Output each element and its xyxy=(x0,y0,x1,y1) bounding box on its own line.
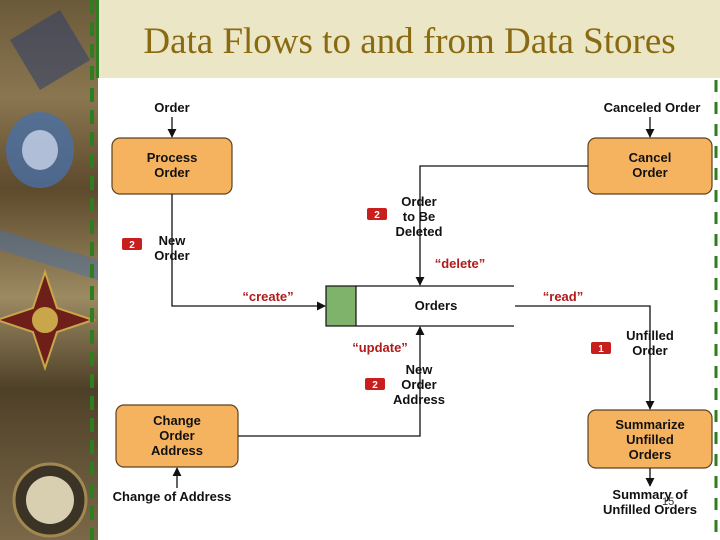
process-summarize-unfilled-orders: Summarize Unfilled Orders xyxy=(587,409,713,469)
flow-order-label: Order xyxy=(154,100,189,115)
process-process-order-line1: Process xyxy=(147,150,198,165)
flow-order-to-be-deleted: 2 Order to Be Deleted “delete” xyxy=(367,165,588,286)
op-delete: “delete” xyxy=(435,256,486,271)
process-summarize-line3: Orders xyxy=(629,447,672,462)
process-process-order: Process Order xyxy=(111,137,233,195)
decorative-medals-image xyxy=(0,0,98,540)
flow-address-line2: Order xyxy=(401,377,436,392)
badge-new-order-address xyxy=(365,378,385,390)
green-dashed-border xyxy=(90,0,94,540)
flow-canceled-order-label: Canceled Order xyxy=(604,100,701,115)
right-dashed-border xyxy=(714,80,718,540)
flow-address-line3: Address xyxy=(393,392,445,407)
process-cancel-order-line1: Cancel xyxy=(629,150,672,165)
flow-address-line1: New xyxy=(406,362,434,377)
process-cancel-order: Cancel Order xyxy=(587,137,713,195)
flow-new-order-line1: New xyxy=(159,233,187,248)
data-store-orders: Orders xyxy=(325,285,514,327)
flow-new-order-line2: Order xyxy=(154,248,189,263)
flow-canceled-order: Canceled Order xyxy=(604,100,701,138)
flow-deleted-line2: to Be xyxy=(403,209,436,224)
process-cancel-order-line2: Order xyxy=(632,165,667,180)
flow-summary-line2: Unfilled Orders xyxy=(603,502,697,517)
flow-summary-line1: Summary of xyxy=(612,487,688,502)
flow-change-of-address: Change of Address xyxy=(113,467,232,504)
flow-change-of-address-label: Change of Address xyxy=(113,489,232,504)
page-number: 15 xyxy=(662,496,675,508)
badge-new-order-text: 2 xyxy=(129,240,135,251)
process-summarize-line2: Unfilled xyxy=(626,432,674,447)
flow-deleted-line1: Order xyxy=(401,194,436,209)
flow-new-order-address: 2 New Order Address “update” xyxy=(238,326,445,437)
flow-summary-of-unfilled-orders: Summary of Unfilled Orders xyxy=(603,468,697,517)
process-change-order-address-line3: Address xyxy=(151,443,203,458)
badge-new-order-address-text: 2 xyxy=(372,380,378,391)
medals-illustration xyxy=(0,10,98,538)
badge-unfilled-order-text: 1 xyxy=(598,344,604,355)
op-read: “read” xyxy=(543,289,583,304)
flow-unfilled-line2: Order xyxy=(632,343,667,358)
flow-order: Order xyxy=(154,100,190,138)
flow-deleted-line3: Deleted xyxy=(396,224,443,239)
badge-unfilled-order xyxy=(591,342,611,354)
data-store-orders-label: Orders xyxy=(415,298,458,313)
badge-new-order xyxy=(122,238,142,250)
flow-new-order: 2 New Order “create” xyxy=(122,194,326,311)
badge-order-to-be-deleted xyxy=(367,208,387,220)
process-change-order-address-line1: Change xyxy=(153,413,201,428)
title-bar: Data Flows to and from Data Stores xyxy=(96,0,720,78)
flow-unfilled-order: 1 Unfilled Order “read” xyxy=(515,289,674,410)
op-create: “create” xyxy=(242,289,293,304)
slide-title: Data Flows to and from Data Stores xyxy=(143,21,676,62)
badge-order-to-be-deleted-text: 2 xyxy=(374,210,380,221)
process-process-order-line2: Order xyxy=(154,165,189,180)
op-update: “update” xyxy=(352,340,408,355)
process-change-order-address-line2: Order xyxy=(159,428,194,443)
process-change-order-address: Change Order Address xyxy=(115,404,239,468)
process-summarize-line1: Summarize xyxy=(615,417,684,432)
flow-unfilled-line1: Unfilled xyxy=(626,328,674,343)
